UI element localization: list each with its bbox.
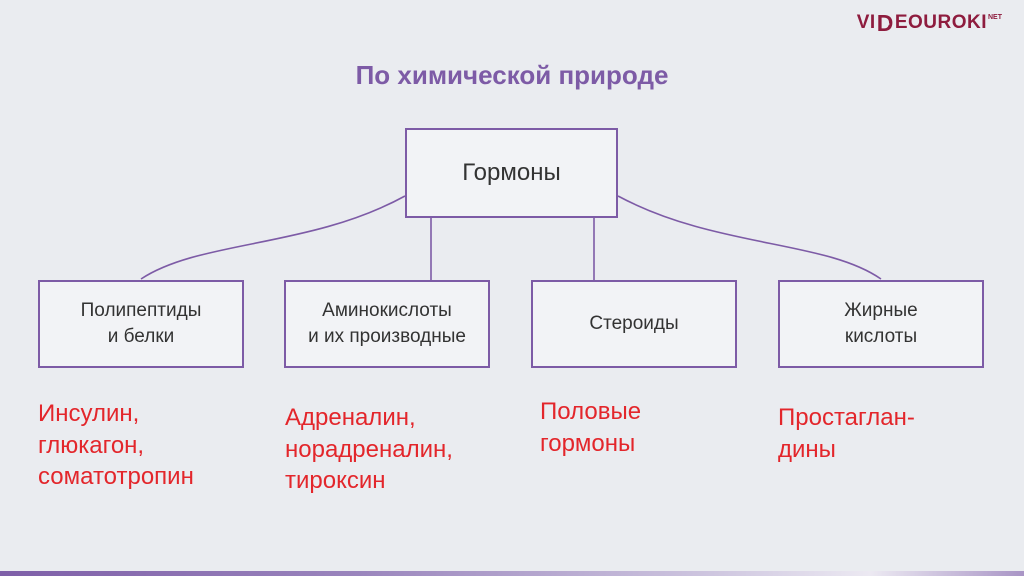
example-text-polypeptides: Инсулин, глюкагон, соматотропин: [38, 400, 194, 491]
play-icon: [882, 19, 890, 28]
logo-letter-d: D: [877, 11, 894, 34]
example-text-steroids: Половые гормоны: [540, 398, 642, 457]
example-text-fatty-acids: Простаглан- дины: [778, 404, 915, 463]
logo-suffix: NET: [988, 14, 1002, 21]
videouroki-logo: VI D EOUROKI NET: [856, 11, 1002, 34]
child-box-fatty-acids: Жирные кислоты: [778, 280, 984, 368]
child-box-polypeptides: Полипептиды и белки: [38, 280, 244, 368]
root-box-hormones: Гормоны: [405, 128, 618, 218]
slide-title: По химической природе: [355, 60, 669, 90]
child-box-steroids: Стероиды: [531, 280, 737, 368]
logo-text-start: VI: [856, 12, 876, 33]
example-text-aminoacids: Адреналин, норадреналин, тироксин: [285, 404, 453, 495]
child-box-aminoacids: Аминокислоты и их производные: [284, 280, 490, 368]
bottom-accent-bar: [0, 571, 1024, 576]
logo-text-end: EOUROKI: [894, 12, 987, 33]
